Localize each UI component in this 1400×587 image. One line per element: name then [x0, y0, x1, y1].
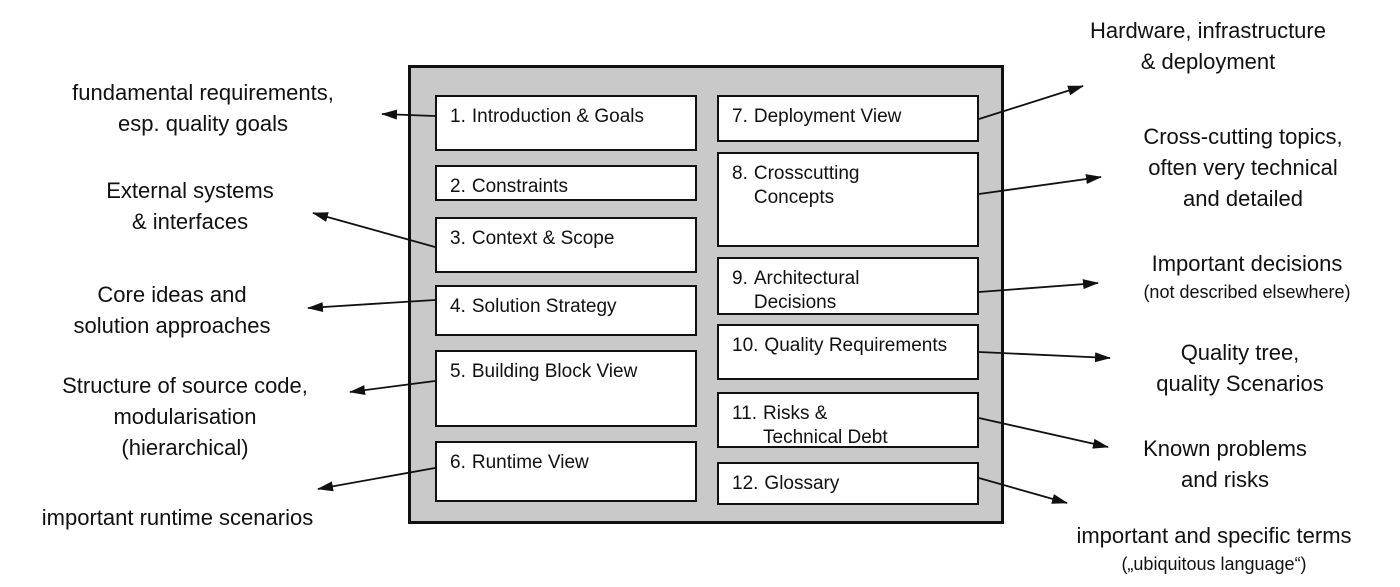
- section-title: Glossary: [764, 473, 840, 494]
- section-box-glossary: 12. Glossary: [717, 462, 979, 505]
- section-title: Architectural Decisions: [753, 268, 860, 313]
- section-title: Risks & Technical Debt: [763, 403, 888, 448]
- section-number: 7.: [732, 106, 748, 127]
- note-important-decisions: Important decisions (not described elsew…: [1077, 248, 1400, 305]
- section-box-context-scope: 3. Context & Scope: [435, 217, 697, 273]
- note-text: Cross-cutting topics, often very technic…: [1143, 124, 1343, 211]
- section-number: 12.: [732, 473, 759, 494]
- note-known-problems: Known problems and risks: [1075, 433, 1375, 495]
- section-box-deployment-view: 7. Deployment View: [717, 95, 979, 142]
- section-title: Deployment View: [753, 106, 902, 127]
- note-text: important runtime scenarios: [41, 505, 314, 530]
- section-title: Building Block View: [471, 361, 638, 382]
- section-box-introduction-goals: 1. Introduction & Goals: [435, 95, 697, 151]
- section-number: 11.: [732, 403, 758, 424]
- note-text: Core ideas and solution approaches: [73, 282, 271, 338]
- section-number: 2.: [450, 176, 466, 197]
- section-box-architectural-decisions: 9. Architectural Decisions: [717, 257, 979, 315]
- section-title: Constraints: [471, 176, 568, 197]
- section-title: Solution Strategy: [471, 296, 617, 317]
- section-box-quality-requirements: 10. Quality Requirements: [717, 324, 979, 380]
- section-number: 5.: [450, 361, 466, 382]
- note-source-code-structure: Structure of source code, modularisation…: [15, 370, 355, 463]
- section-number: 6.: [450, 452, 466, 473]
- section-number: 9.: [732, 268, 748, 289]
- section-number: 10.: [732, 335, 759, 356]
- section-number: 1.: [450, 106, 466, 127]
- note-quality-tree: Quality tree, quality Scenarios: [1090, 337, 1390, 399]
- note-text: fundamental requirements, esp. quality g…: [72, 80, 334, 136]
- note-text: Known problems and risks: [1143, 436, 1307, 492]
- section-title: Introduction & Goals: [471, 106, 645, 127]
- section-title: Context & Scope: [471, 228, 615, 249]
- section-box-runtime-view: 6. Runtime View: [435, 441, 697, 502]
- section-number: 3.: [450, 228, 466, 249]
- section-box-building-block-view: 5. Building Block View: [435, 350, 697, 427]
- section-number: 8.: [732, 163, 748, 184]
- section-title: Quality Requirements: [764, 335, 948, 356]
- section-box-risks-technical-debt: 11. Risks & Technical Debt: [717, 392, 979, 448]
- section-title: Crosscutting Concepts: [753, 163, 860, 208]
- note-text: important and specific terms: [1076, 523, 1352, 548]
- note-subtext: (not described elsewhere): [1143, 282, 1351, 302]
- note-text: External systems & interfaces: [106, 178, 274, 234]
- note-hardware-deployment: Hardware, infrastructure & deployment: [1018, 15, 1398, 77]
- note-core-ideas: Core ideas and solution approaches: [12, 279, 332, 341]
- section-box-crosscutting-concepts: 8. Crosscutting Concepts: [717, 152, 979, 247]
- note-external-systems: External systems & interfaces: [30, 175, 350, 237]
- section-box-solution-strategy: 4. Solution Strategy: [435, 285, 697, 336]
- section-box-constraints: 2. Constraints: [435, 165, 697, 201]
- note-text: Hardware, infrastructure & deployment: [1090, 18, 1326, 74]
- section-title: Runtime View: [471, 452, 589, 473]
- note-runtime-scenarios: important runtime scenarios: [5, 502, 350, 533]
- note-crosscutting-topics: Cross-cutting topics, often very technic…: [1083, 121, 1400, 214]
- section-number: 4.: [450, 296, 466, 317]
- note-fundamental-requirements: fundamental requirements, esp. quality g…: [18, 77, 388, 139]
- note-text: Important decisions: [1151, 251, 1343, 276]
- note-text: Structure of source code, modularisation…: [62, 373, 308, 460]
- note-subtext: („ubiquitous language“): [1121, 554, 1307, 574]
- note-text: Quality tree, quality Scenarios: [1156, 340, 1324, 396]
- note-specific-terms: important and specific terms („ubiquitou…: [1014, 520, 1400, 577]
